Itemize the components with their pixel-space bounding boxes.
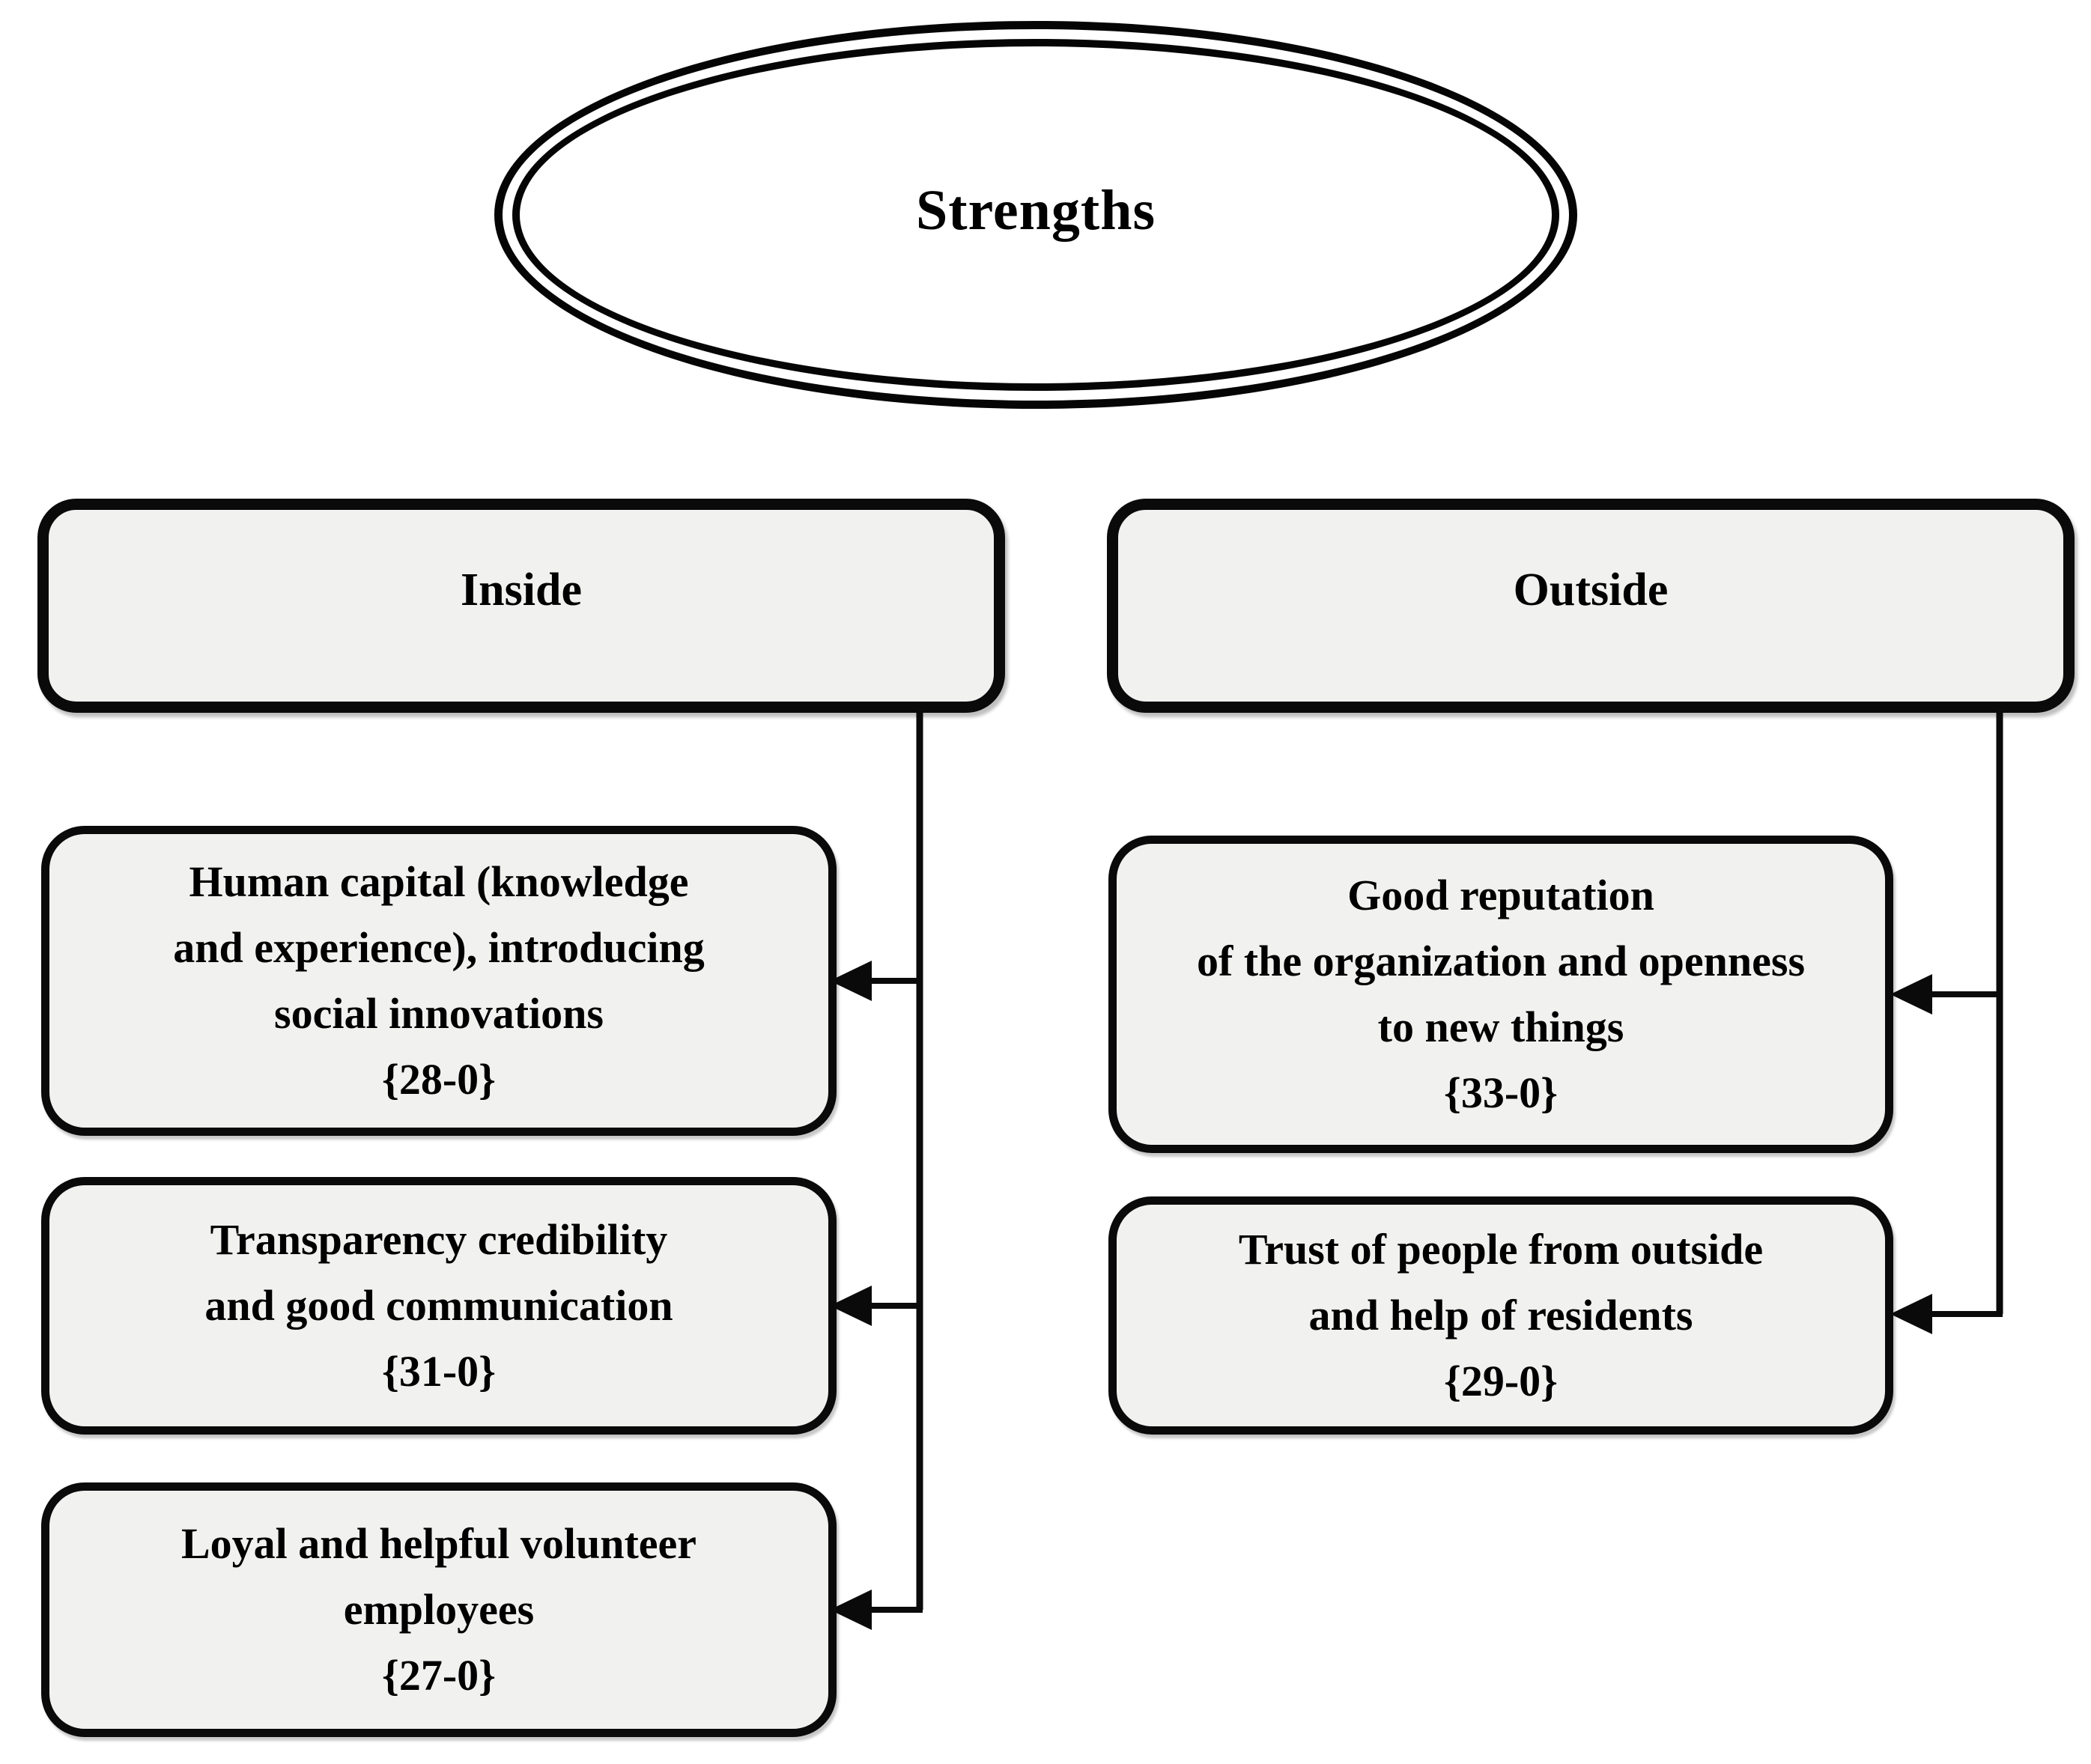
- item-box-human-capital: Human capital (knowledge and experience)…: [41, 826, 837, 1136]
- header-label-inside: Inside: [461, 565, 582, 615]
- item-count: {33-0}: [1443, 1068, 1559, 1118]
- item-text: Human capital (knowledge and experience)…: [173, 857, 705, 1038]
- item-text: Transparency credibility and good commun…: [204, 1214, 673, 1330]
- outside-branch-1-arrowhead: [1890, 974, 1932, 1015]
- item-count: {27-0}: [381, 1651, 497, 1700]
- outside-branch-2-arrowhead: [1890, 1294, 1932, 1334]
- header-box-inside: Inside: [37, 499, 1005, 713]
- item-count: {31-0}: [381, 1347, 497, 1396]
- item-box-good-reputation: Good reputation of the organization and …: [1108, 836, 1893, 1153]
- strengths-ellipse: Strengths: [494, 21, 1577, 409]
- item-box-loyal-volunteers: Loyal and helpful volunteer employees {2…: [41, 1482, 837, 1737]
- item-text: Trust of people from outside and help of…: [1238, 1224, 1764, 1339]
- item-box-transparency: Transparency credibility and good commun…: [41, 1177, 837, 1435]
- header-label-outside: Outside: [1513, 565, 1669, 615]
- header-box-outside: Outside: [1107, 499, 2075, 713]
- diagram-title: Strengths: [915, 178, 1156, 242]
- strengths-ellipse-inner-ring: Strengths: [512, 39, 1559, 391]
- item-count: {28-0}: [381, 1055, 497, 1104]
- item-text: Loyal and helpful volunteer employees: [180, 1518, 697, 1634]
- item-count: {29-0}: [1443, 1357, 1559, 1406]
- item-box-trust-of-people: Trust of people from outside and help of…: [1108, 1196, 1893, 1435]
- item-text: Good reputation of the organization and …: [1196, 870, 1806, 1051]
